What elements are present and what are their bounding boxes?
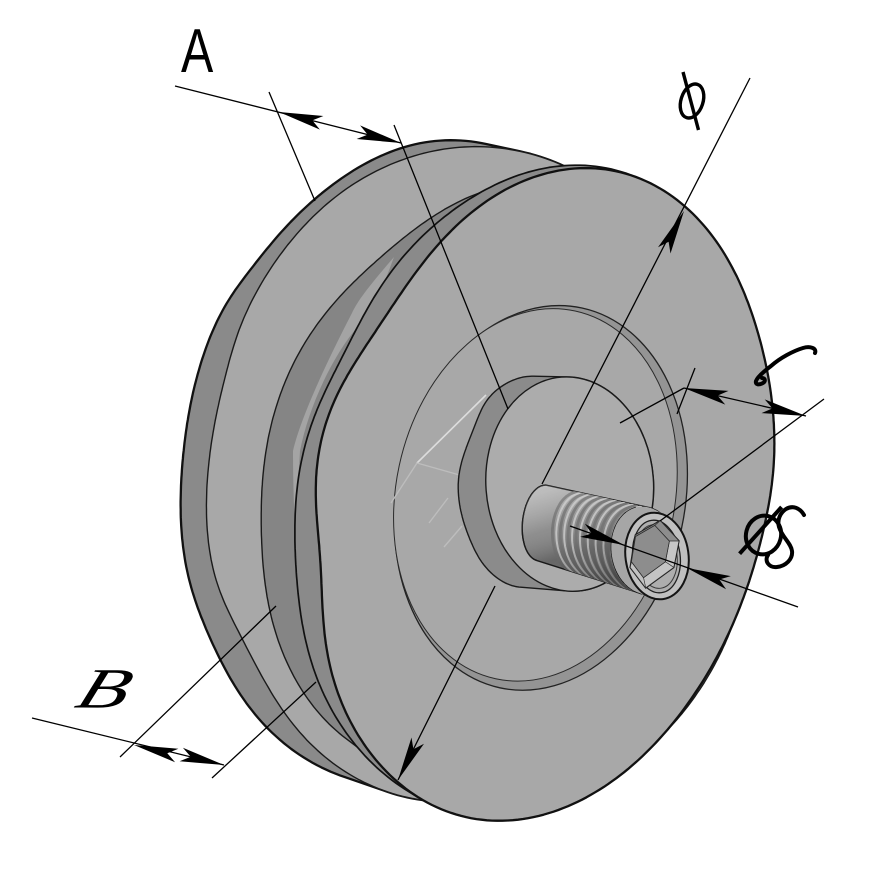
svg-text:A: A [181, 16, 213, 85]
